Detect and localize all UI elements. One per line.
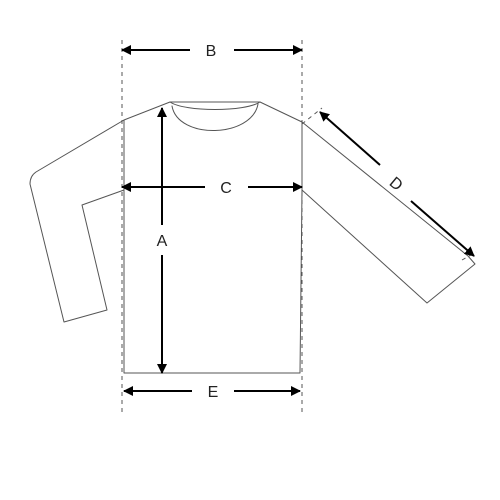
left-sleeve-outline — [29, 119, 125, 323]
dimension-c-label: C — [220, 180, 232, 197]
body-outline — [123, 101, 303, 374]
collar-inner — [171, 103, 259, 131]
dimension-e: E — [123, 384, 301, 401]
dimension-d-line-lower — [410, 200, 475, 257]
dimension-c: C — [121, 180, 303, 197]
dimension-b: B — [121, 43, 303, 60]
dimension-e-label: E — [208, 384, 219, 401]
dimension-a-label: A — [157, 233, 168, 250]
sleeve-top-guide-line — [301, 107, 323, 125]
dimension-d-line-upper — [319, 111, 381, 166]
dimension-a: A — [157, 107, 168, 374]
collar-outer — [169, 101, 261, 110]
right-sleeve-outline — [301, 121, 476, 304]
dimension-d: D — [319, 111, 475, 257]
sweater-outline — [29, 101, 476, 374]
dimension-b-label: B — [206, 43, 217, 60]
